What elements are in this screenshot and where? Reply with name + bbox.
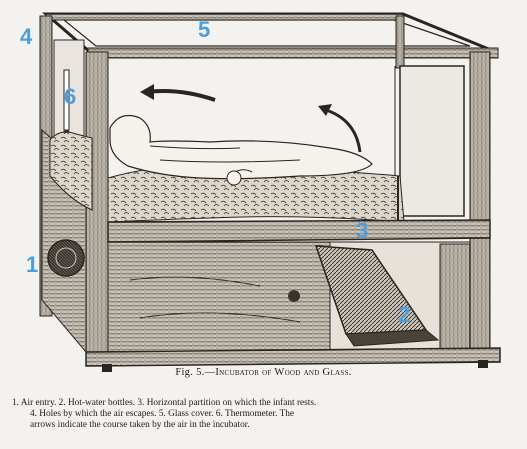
label-3: 3 <box>356 220 368 242</box>
figure-legend: 1. Air entry. 2. Hot-water bottles. 3. H… <box>12 398 520 431</box>
label-6: 6 <box>64 86 76 108</box>
figure-caption: Fig. 5.—Incubator of Wood and Glass. <box>0 367 527 378</box>
caption-title: Incubator of Wood and Glass. <box>215 367 351 378</box>
label-4: 4 <box>20 26 32 48</box>
legend-line-3: arrows indicate the course taken by the … <box>12 420 520 431</box>
caption-fig-number: Fig. 5.— <box>175 367 215 378</box>
label-5: 5 <box>198 19 210 41</box>
label-1: 1 <box>26 254 38 276</box>
label-2: 2 <box>398 304 410 326</box>
legend-line-2: 4. Holes by which the air escapes. 5. Gl… <box>12 409 520 420</box>
legend-line-1: 1. Air entry. 2. Hot-water bottles. 3. H… <box>12 398 520 409</box>
